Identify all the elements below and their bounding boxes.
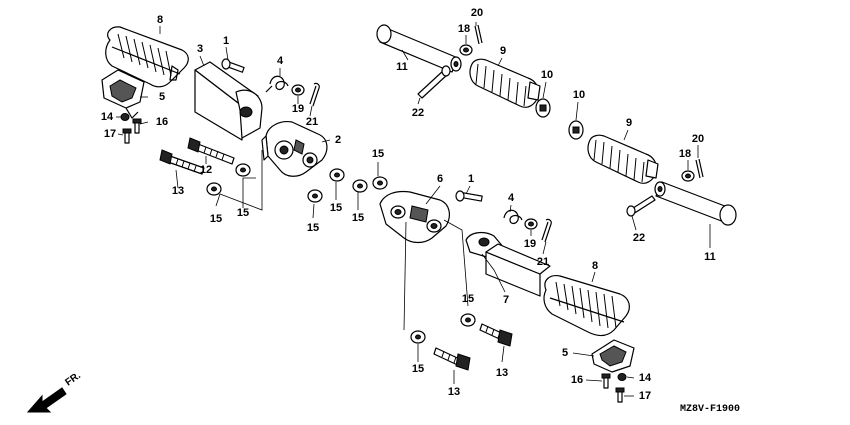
arrow-icon xyxy=(26,387,67,413)
footpeg-bracket-upper xyxy=(261,121,328,177)
front-label: FR. xyxy=(63,370,83,388)
pin-20-lower xyxy=(695,158,704,179)
footpeg-rubber-upper-left xyxy=(105,26,189,88)
callout-12: 12 xyxy=(200,164,212,176)
bolt-12 xyxy=(187,137,235,165)
callout-22-upper: 22 xyxy=(412,107,424,119)
spring-4-upper xyxy=(265,75,289,93)
footpeg-shaft-lower xyxy=(654,181,737,226)
washer-15-e xyxy=(352,179,368,193)
spring-4-lower xyxy=(503,209,523,225)
pin-1-upper xyxy=(221,58,245,73)
callout-5-lower: 5 xyxy=(562,347,568,359)
callout-15-a: 15 xyxy=(237,207,249,219)
callout-9-lower: 9 xyxy=(626,117,632,129)
bolt-16-upper xyxy=(132,118,142,134)
washer-15-b xyxy=(206,182,222,196)
washer-10-upper xyxy=(535,98,551,118)
callout-1-upper: 1 xyxy=(223,35,229,47)
footpeg-arm-upper-left xyxy=(194,61,263,141)
washer-15-a xyxy=(235,163,251,177)
callout-7: 7 xyxy=(503,294,509,306)
callout-13-lower-left: 13 xyxy=(448,386,460,398)
rubber-holder-lower xyxy=(591,339,635,373)
leader-lines xyxy=(116,22,711,397)
footpeg-rubber-lower xyxy=(543,275,630,337)
callout-17-lower: 17 xyxy=(639,390,651,402)
washer-10-lower xyxy=(568,120,584,140)
callout-5-upper: 5 xyxy=(159,91,165,103)
collar-14-upper xyxy=(120,113,130,121)
bolt-13-upper xyxy=(159,149,205,175)
callout-4-upper: 4 xyxy=(277,55,284,67)
washer-19-lower xyxy=(524,218,538,230)
callout-11-lower: 11 xyxy=(704,251,716,263)
bolt-16-lower xyxy=(601,373,611,389)
front-direction-arrow: FR. xyxy=(26,370,83,413)
callout-14-lower: 14 xyxy=(639,372,652,384)
callout-15-e: 15 xyxy=(352,212,364,224)
bolt-17-upper xyxy=(122,128,132,144)
callout-9-upper: 9 xyxy=(500,45,506,57)
washer-18-lower xyxy=(681,170,695,182)
callout-21-lower: 21 xyxy=(537,256,549,268)
washer-15-c xyxy=(307,189,323,203)
callout-1-lower: 1 xyxy=(468,173,474,185)
bolt-22-lower xyxy=(626,195,656,217)
callout-4-lower: 4 xyxy=(508,192,515,204)
diagram-code: MZ8V-F1900 xyxy=(680,404,740,415)
bolt-22-upper xyxy=(417,65,451,99)
footpeg-shaft-upper xyxy=(376,24,462,73)
callout-6: 6 xyxy=(437,173,443,185)
cotter-pin-21-lower xyxy=(541,218,552,243)
grip-9-upper xyxy=(469,58,541,108)
washer-15-f xyxy=(372,176,388,190)
callout-17-upper: 17 xyxy=(104,128,116,140)
callout-16-lower: 16 xyxy=(571,374,583,386)
callout-19-upper: 19 xyxy=(292,103,304,115)
cotter-pin-21-upper xyxy=(309,82,320,107)
callout-21-upper: 21 xyxy=(306,116,318,128)
callout-18-upper: 18 xyxy=(458,23,470,35)
callout-labels: 8 3 1 4 5 14 16 17 19 21 2 12 13 15 15 1… xyxy=(101,7,716,402)
callout-22-lower: 22 xyxy=(633,232,645,244)
callout-16-upper: 16 xyxy=(156,116,168,128)
grip-9-lower xyxy=(587,134,659,184)
footpeg-arm-lower xyxy=(465,231,551,297)
washer-15-g xyxy=(460,313,476,327)
callout-3: 3 xyxy=(197,43,203,55)
callout-2: 2 xyxy=(335,134,341,146)
bolt-13-lower-left xyxy=(433,347,471,371)
washer-19-upper xyxy=(291,84,305,96)
callout-15-b: 15 xyxy=(210,213,222,225)
callout-20-upper: 20 xyxy=(471,7,483,19)
callout-15-d: 15 xyxy=(330,202,342,214)
collar-14-lower xyxy=(617,373,627,381)
washer-18-upper xyxy=(459,44,473,56)
callout-15-g: 15 xyxy=(462,293,474,305)
callout-19-lower: 19 xyxy=(524,238,536,250)
rubber-holder-upper-left xyxy=(101,69,145,119)
bolt-17-lower xyxy=(615,387,625,403)
callout-8-lower: 8 xyxy=(592,260,598,272)
pin-20-upper xyxy=(474,24,483,45)
callout-13-upper: 13 xyxy=(172,185,184,197)
washer-15-h xyxy=(410,330,426,344)
callout-10-lower: 10 xyxy=(573,89,585,101)
callout-15-h: 15 xyxy=(412,363,424,375)
bolt-13-lower-right xyxy=(479,323,513,347)
callout-15-f: 15 xyxy=(372,148,384,160)
callout-18-lower: 18 xyxy=(679,148,691,160)
callout-10-upper: 10 xyxy=(541,69,553,81)
callout-15-c: 15 xyxy=(307,222,319,234)
callout-8-upper: 8 xyxy=(157,14,163,26)
pin-1-lower xyxy=(455,190,483,202)
footpeg-bracket-lower xyxy=(379,190,450,244)
washer-15-d xyxy=(329,168,345,182)
callout-11-upper: 11 xyxy=(396,61,408,73)
callout-20-lower: 20 xyxy=(692,133,704,145)
callout-13-lower-right: 13 xyxy=(496,367,508,379)
callout-14-upper: 14 xyxy=(101,111,114,123)
